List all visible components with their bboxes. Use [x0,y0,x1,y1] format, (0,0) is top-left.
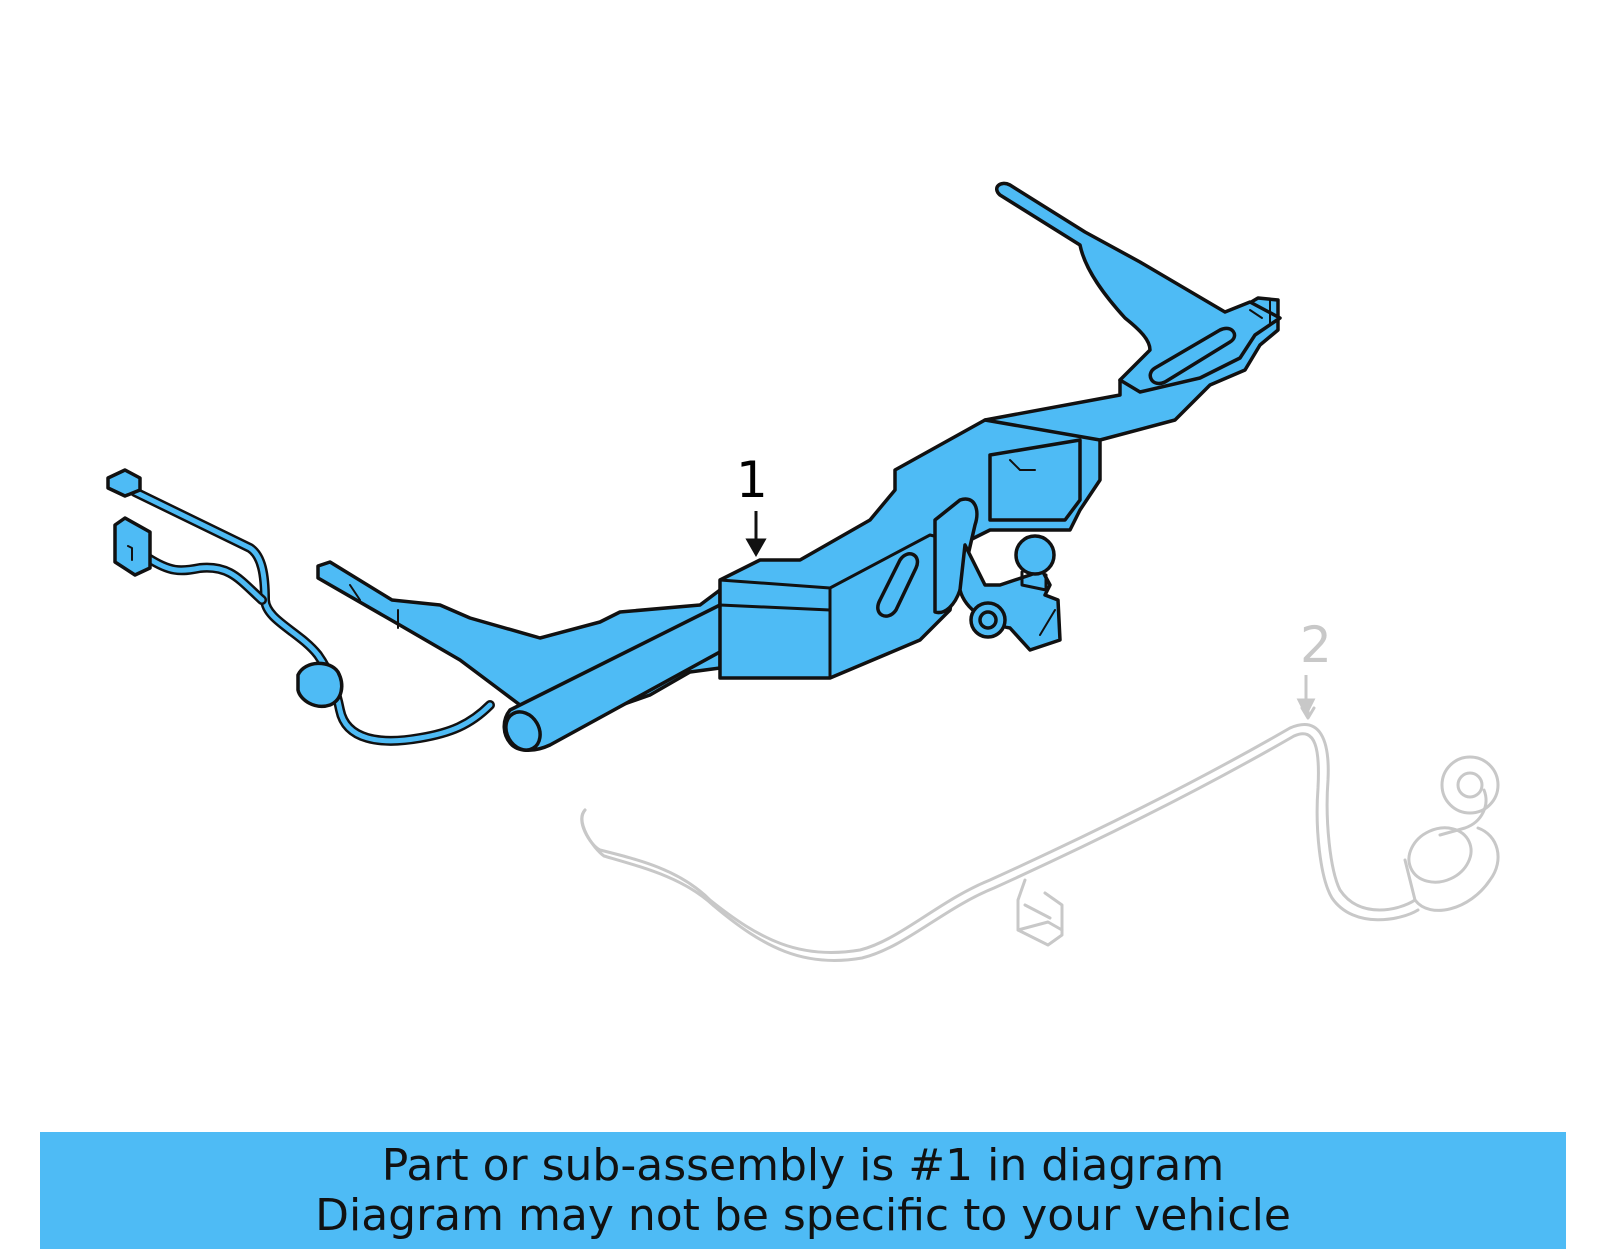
callout-1-leader [745,511,767,558]
callout-2-leader [1296,675,1316,718]
part-1-connector-top [106,468,142,498]
part-1-right-slot [1148,326,1237,386]
part-1-tow-ball [1014,534,1056,576]
part-1-box-slot [876,552,920,618]
part-2-wiring-harness [580,698,1500,963]
part-1-wire-2 [143,553,267,605]
part-1-box-top-panel [988,438,1082,522]
banner-line-2: Diagram may not be specific to your vehi… [315,1189,1291,1241]
part-1-wire-2-inner [145,555,265,603]
callout-number-1: 1 [736,451,768,509]
banner-line-1: Part or sub-assembly is #1 in diagram [381,1139,1225,1191]
part-1-pivot-inner [978,610,998,630]
part-1-right-upper-arm [995,181,1282,394]
callout-number-2: 2 [1300,616,1332,674]
part-1-grommet [296,661,344,708]
part-1-connector-side [113,516,152,577]
info-banner: Part or sub-assembly is #1 in diagram Di… [40,1132,1566,1249]
part-1-tow-hitch-assembly [106,181,1282,752]
part-1-tube-end [504,710,542,752]
